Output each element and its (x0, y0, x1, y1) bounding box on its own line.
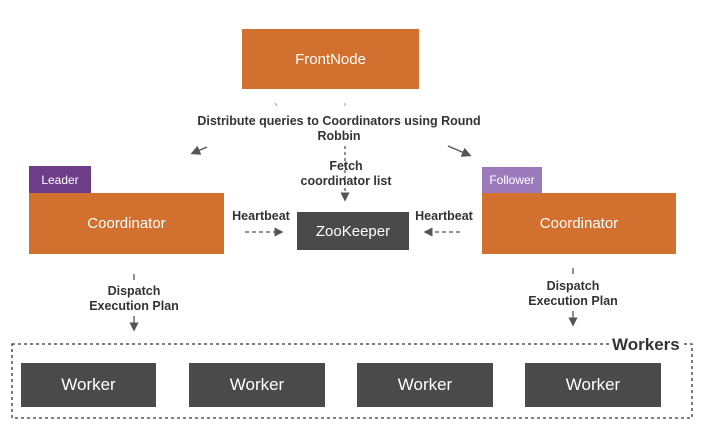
dash-front-top-left (274, 102, 278, 107)
worker-label: Worker (397, 375, 453, 394)
follower-tag: Follower (482, 167, 542, 193)
worker-label: Worker (565, 375, 621, 394)
zookeeper-box: ZooKeeper (297, 212, 409, 250)
coordinator-left-label: Coordinator (87, 215, 166, 232)
worker-box-1: Worker (21, 363, 156, 407)
dispatch-right-label: Dispatch Execution Plan (528, 279, 618, 308)
heartbeat-right-label: Heartbeat (415, 209, 473, 223)
leader-tag: Leader (29, 166, 91, 193)
worker-box-2: Worker (189, 363, 325, 407)
coordinator-right-label: Coordinator (539, 215, 619, 232)
workers-title: Workers (609, 335, 683, 355)
worker-box-3: Worker (357, 363, 493, 407)
dispatch-left-label: Dispatch Execution Plan (89, 284, 179, 313)
worker-label: Worker (61, 375, 116, 394)
heartbeat-left-label: Heartbeat (232, 209, 290, 223)
worker-label: Worker (229, 375, 285, 394)
arrow-front-to-right-coordinator (447, 145, 472, 157)
frontnode-label: FrontNode (295, 50, 366, 68)
coordinator-left-box: Coordinator (29, 193, 224, 254)
zookeeper-label: ZooKeeper (315, 222, 391, 240)
fetch-label: Fetch coordinator list (300, 159, 392, 188)
worker-box-4: Worker (525, 363, 661, 407)
distribute-label: Distribute queries to Coordinators using… (197, 114, 481, 143)
coordinator-right-box: Coordinator (482, 193, 676, 254)
arrow-front-to-left-coordinator (190, 145, 208, 155)
workers-container (11, 343, 693, 419)
frontnode-box: FrontNode (242, 29, 419, 89)
